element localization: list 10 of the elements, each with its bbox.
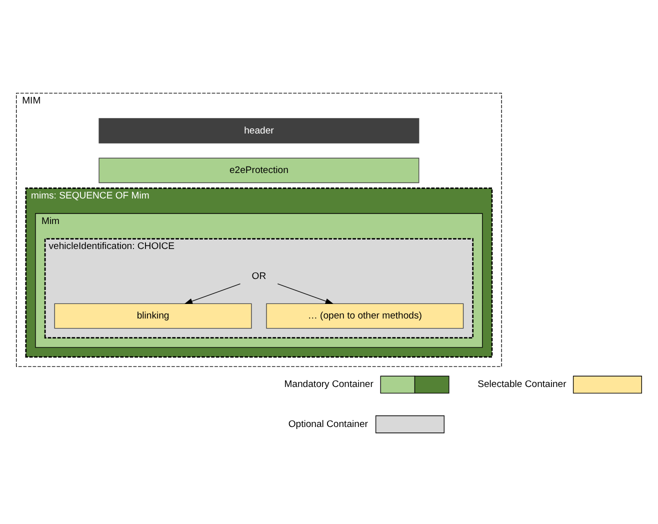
node-text: OR — [252, 270, 266, 282]
node-box: … (open to other methods) — [266, 303, 464, 329]
arrow — [277, 283, 334, 304]
arrow — [184, 283, 241, 304]
legend-label: Optional Container — [288, 418, 368, 430]
node-box: header — [98, 118, 420, 144]
legend-label: Mandatory Container — [284, 379, 374, 390]
node-box: e2eProtection — [98, 158, 420, 184]
node-box: blinking — [54, 303, 252, 329]
legend-label: Selectable Container — [478, 379, 566, 390]
